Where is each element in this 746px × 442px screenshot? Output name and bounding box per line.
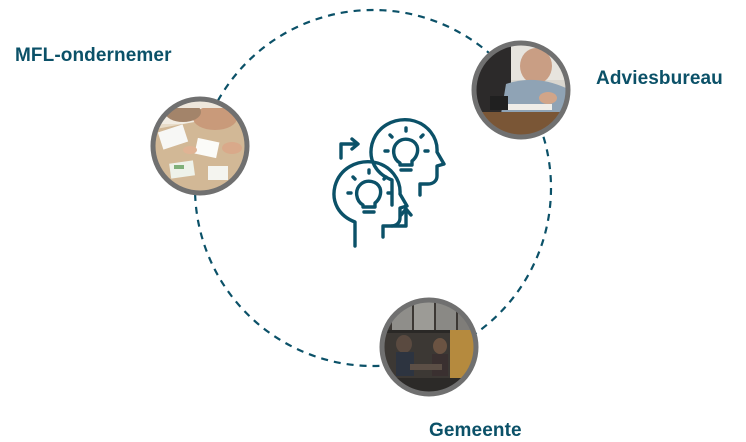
dashed-cycle-ring — [193, 8, 553, 368]
label-gemeente: Gemeente — [429, 420, 522, 441]
label-adviesbureau: Adviesbureau — [596, 68, 723, 89]
idea-exchange-heads-icon — [332, 118, 446, 248]
photo-gemeente — [379, 297, 479, 397]
photo-mfl-ondernemer — [150, 96, 250, 196]
label-mfl-ondernemer: MFL-ondernemer — [15, 45, 172, 66]
photo-adviesbureau — [471, 40, 571, 140]
